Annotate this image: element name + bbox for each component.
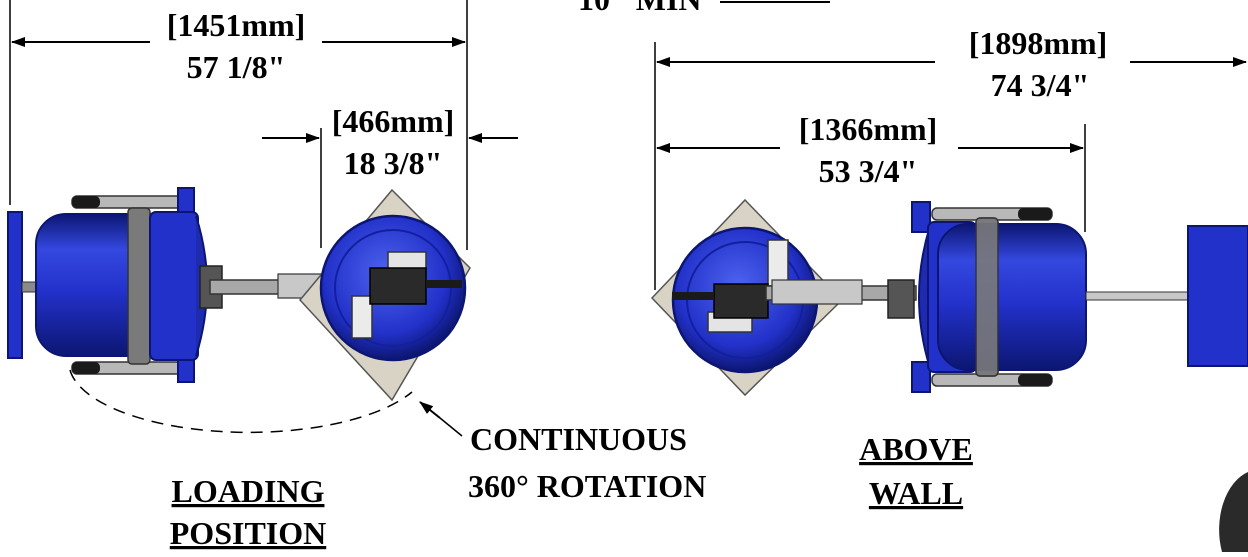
right-reach-mm: [1366mm] — [799, 111, 938, 147]
right-machine — [650, 198, 1248, 397]
top-cut-label: 10" MIN — [578, 0, 702, 17]
left-overall-mm: [1451mm] — [167, 7, 306, 43]
corner-partial-shape — [1219, 472, 1248, 552]
left-overall-in: 57 1/8" — [187, 49, 286, 85]
left-caption-line1: LOADING — [172, 473, 325, 509]
left-head-mm: [466mm] — [332, 103, 455, 139]
left-head-dimension: [466mm] 18 3/8" — [262, 103, 518, 248]
right-drum — [937, 223, 1087, 371]
right-overall-dimension: [1898mm] 74 3/4" — [654, 25, 1247, 290]
rotation-arc — [69, 369, 413, 434]
right-rear-plate — [1187, 225, 1248, 367]
rotation-note-line1: CONTINUOUS — [470, 421, 687, 457]
left-rear-plate — [7, 211, 23, 359]
left-caption-line2: POSITION — [170, 515, 326, 551]
rotation-leader — [419, 401, 463, 437]
left-machine — [7, 187, 471, 402]
right-caption-line2: WALL — [869, 475, 963, 511]
rotation-note-line2: 360° ROTATION — [468, 468, 706, 504]
right-reach-in: 53 3/4" — [819, 153, 918, 189]
right-caption-line1: ABOVE — [859, 431, 973, 467]
right-overall-mm: [1898mm] — [969, 25, 1108, 61]
right-reach-dimension: [1366mm] 53 3/4" — [656, 111, 1086, 232]
left-overall-dimension: [1451mm] 57 1/8" — [9, 0, 468, 250]
left-head-in: 18 3/8" — [344, 145, 443, 181]
right-overall-in: 74 3/4" — [991, 67, 1090, 103]
